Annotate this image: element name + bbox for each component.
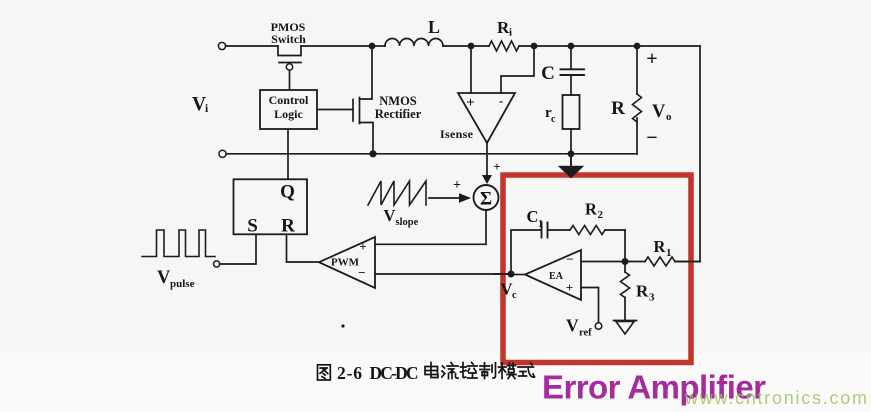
- svg-text:R: R: [636, 282, 649, 301]
- svg-text:−: −: [566, 252, 573, 267]
- svg-text:C: C: [541, 63, 555, 84]
- svg-text:C: C: [527, 207, 539, 226]
- svg-text:Rectifier: Rectifier: [375, 107, 422, 121]
- svg-text:+: +: [466, 95, 475, 111]
- svg-text:R: R: [281, 216, 295, 237]
- svg-text:R: R: [585, 200, 598, 219]
- svg-text:Logic: Logic: [274, 107, 303, 121]
- svg-text:i: i: [509, 27, 512, 39]
- svg-text:2-6: 2-6: [337, 363, 362, 383]
- svg-text:R: R: [611, 98, 625, 119]
- svg-text:EA: EA: [549, 271, 564, 282]
- svg-text:slope: slope: [396, 217, 419, 228]
- svg-text:+: +: [646, 48, 657, 70]
- svg-text:Q: Q: [280, 182, 295, 203]
- svg-text:S: S: [247, 216, 258, 237]
- svg-text:pulse: pulse: [170, 278, 195, 290]
- svg-text:-: -: [499, 93, 503, 108]
- svg-text:NMOS: NMOS: [379, 94, 417, 108]
- svg-text:r: r: [545, 105, 552, 121]
- svg-text:i: i: [205, 103, 209, 115]
- svg-text:PMOS: PMOS: [271, 20, 306, 34]
- svg-text:+: +: [453, 178, 461, 193]
- svg-text:c: c: [551, 114, 556, 125]
- svg-text:Σ: Σ: [480, 190, 492, 210]
- svg-text:1: 1: [538, 219, 543, 230]
- svg-text:V: V: [384, 206, 396, 225]
- svg-text:DC-DC: DC-DC: [370, 363, 419, 383]
- svg-text:2: 2: [598, 209, 604, 221]
- svg-text:Control: Control: [269, 93, 309, 107]
- svg-text:PWM: PWM: [331, 257, 360, 269]
- svg-text:c: c: [512, 290, 517, 301]
- svg-text:Error Amplifier: Error Amplifier: [542, 369, 766, 406]
- svg-text:Isense: Isense: [440, 127, 474, 141]
- svg-text:V: V: [652, 102, 666, 122]
- svg-text:o: o: [666, 111, 672, 123]
- svg-text:−: −: [646, 127, 657, 149]
- svg-text:+: +: [566, 280, 573, 295]
- svg-text:+: +: [359, 239, 366, 254]
- svg-text:Switch: Switch: [271, 32, 306, 46]
- svg-text:V: V: [157, 268, 171, 288]
- svg-text:ref: ref: [579, 328, 592, 339]
- svg-text:R: R: [654, 237, 667, 256]
- svg-text:+: +: [493, 159, 500, 174]
- svg-text:3: 3: [649, 292, 655, 304]
- svg-text:www.cntronics.com: www.cntronics.com: [684, 388, 867, 408]
- svg-text:1: 1: [666, 247, 672, 259]
- svg-text:V: V: [566, 316, 579, 336]
- svg-text:L: L: [428, 17, 440, 37]
- svg-text:−: −: [358, 265, 365, 280]
- svg-text:V: V: [192, 94, 206, 115]
- svg-text:R: R: [497, 18, 510, 37]
- svg-text:V: V: [501, 280, 513, 299]
